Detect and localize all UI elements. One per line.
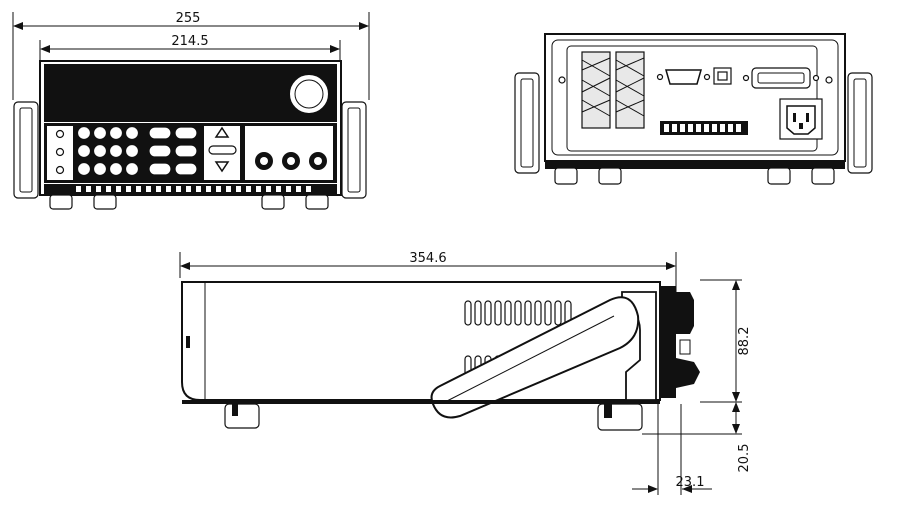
dim-label-255: 255 [176, 11, 201, 26]
indicator-led-1 [55, 129, 65, 139]
rotary-knob-inner [294, 79, 324, 109]
right-handle [341, 101, 367, 199]
rear-port-profile [679, 339, 691, 355]
side-front-foot [224, 403, 260, 429]
dim-label-23: 23.1 [676, 475, 705, 490]
gpib-port [751, 67, 811, 89]
carry-handle [430, 296, 640, 419]
down-arrow-icon [214, 161, 230, 173]
function-buttons [148, 126, 198, 176]
front-feet [49, 194, 329, 210]
rear-bottom-strip [545, 161, 845, 169]
dim-label-20: 20.5 [737, 444, 752, 473]
db9-serial-port [665, 69, 702, 85]
side-bottom-strip [182, 400, 660, 404]
rear-feet [554, 167, 835, 185]
indicator-led-3 [55, 165, 65, 175]
dim-label-88: 88.2 [737, 327, 752, 356]
enter-button [208, 145, 237, 155]
terminal-block-pins [664, 124, 741, 132]
rear-knob-profile [676, 292, 694, 334]
rear-right-handle [847, 72, 873, 174]
rear-view [514, 33, 873, 185]
numeric-keypad [76, 125, 140, 177]
side-rear-panel [660, 286, 676, 398]
left-handle-inner [19, 107, 33, 193]
indicator-led-2 [55, 147, 65, 157]
rear-screw-left [558, 76, 566, 84]
up-arrow-icon [214, 126, 230, 138]
rear-screw-right [825, 76, 833, 84]
bottom-vents [76, 186, 311, 192]
side-front-latch [186, 336, 190, 348]
dim-label-214: 214.5 [171, 34, 208, 49]
fan-grille-left [581, 51, 611, 129]
carry-handle-inner-edge [444, 315, 615, 403]
side-view: 354.6 88.2 [179, 251, 752, 495]
front-view: 255 214.5 [12, 11, 370, 210]
rear-left-handle [514, 72, 540, 174]
front-chassis [39, 60, 342, 196]
rear-connector-profile [676, 358, 700, 388]
right-handle-inner [347, 107, 361, 193]
left-handle [13, 101, 39, 199]
dim-label-354: 354.6 [409, 251, 446, 266]
rear-panel-outline [551, 39, 839, 156]
side-vent-slots-top [464, 300, 572, 326]
